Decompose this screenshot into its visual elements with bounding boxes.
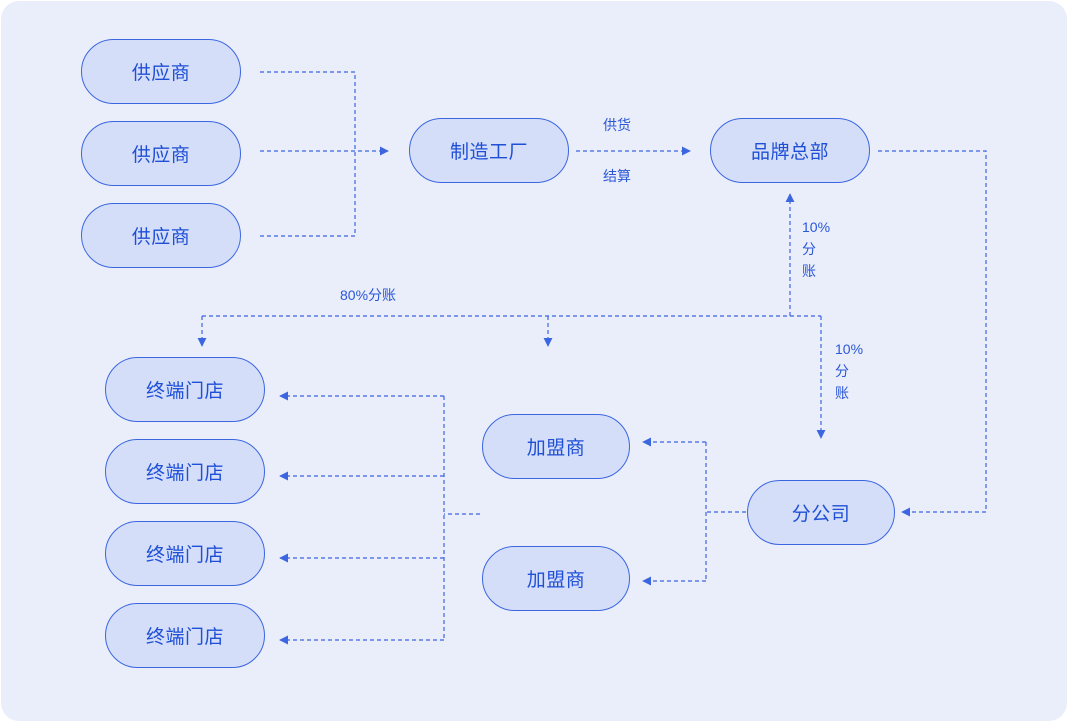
supplier-node-3[interactable]: 供应商: [81, 203, 241, 268]
supplier-node-1[interactable]: 供应商: [81, 39, 241, 104]
store-share-label: 80%分账: [340, 287, 397, 303]
hq-share-char-2: 账: [802, 263, 816, 279]
branch-share-label: 10% 分 账: [835, 338, 863, 404]
brand-hq-node[interactable]: 品牌总部: [710, 118, 870, 183]
branch-share-char-1: 分: [835, 363, 849, 379]
branch-share-char-2: 账: [835, 385, 849, 401]
franchisee-node-1[interactable]: 加盟商: [482, 414, 630, 479]
store-node-2[interactable]: 终端门店: [105, 439, 265, 504]
store-node-1[interactable]: 终端门店: [105, 357, 265, 422]
edge-brand-branch: [878, 150, 987, 517]
settlement-label: 结算: [603, 168, 631, 184]
hq-share-char-1: 分: [802, 241, 816, 257]
store-node-3[interactable]: 终端门店: [105, 521, 265, 586]
supplier-node-2[interactable]: 供应商: [81, 121, 241, 186]
franchisee-node-2[interactable]: 加盟商: [482, 546, 630, 611]
hq-share-pct: 10%: [802, 219, 831, 235]
store-node-4[interactable]: 终端门店: [105, 603, 265, 668]
edge-supplier1-bus: [260, 71, 356, 236]
supply-label: 供货: [603, 117, 631, 133]
branch-node[interactable]: 分公司: [747, 480, 895, 545]
factory-node[interactable]: 制造工厂: [409, 118, 569, 183]
hq-share-label: 10% 分 账: [802, 216, 830, 282]
branch-share-pct: 10%: [835, 341, 864, 357]
